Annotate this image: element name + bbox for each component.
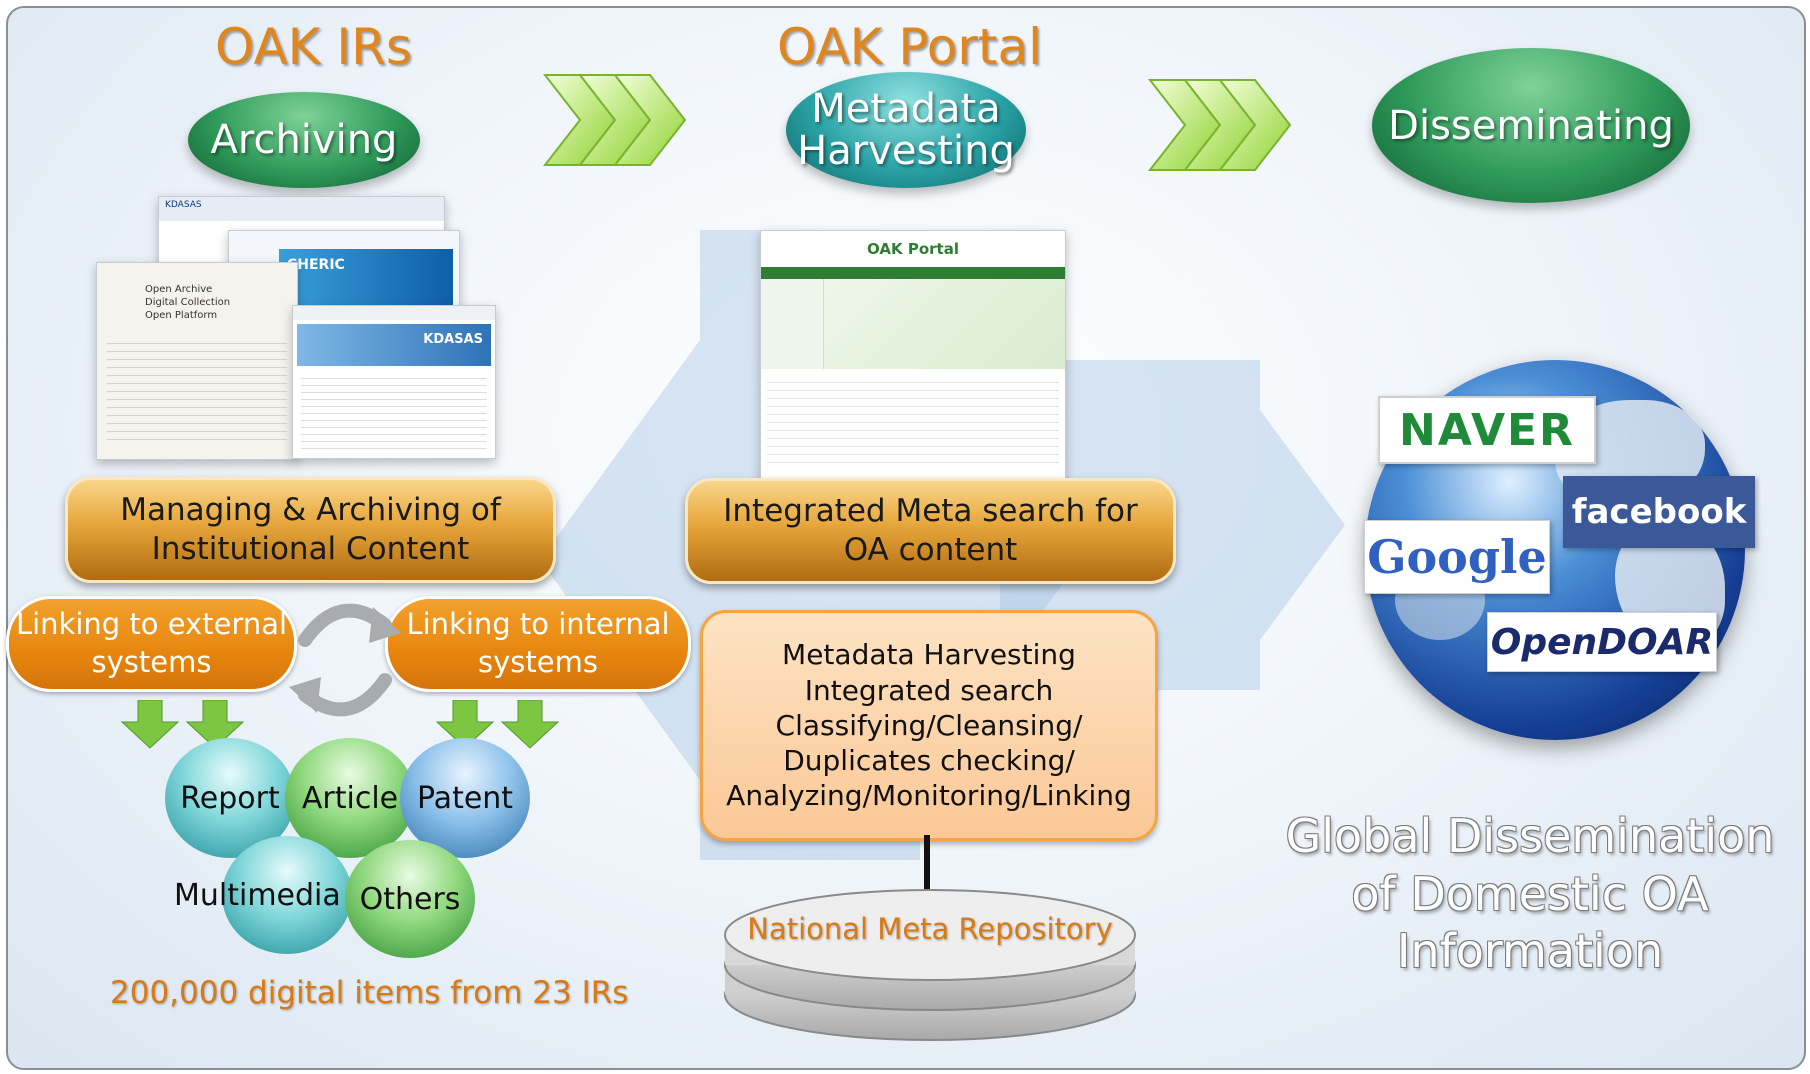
others-bubble: Others	[345, 840, 475, 958]
features-box: Metadata Harvesting Integrated search Cl…	[700, 610, 1158, 841]
google-logo: Google	[1364, 520, 1550, 594]
feature-item: Classifying/Cleansing/	[775, 708, 1083, 742]
facebook-logo: facebook	[1563, 476, 1755, 548]
managing-line2: Institutional Content	[151, 531, 470, 567]
multimedia-bubble: Multimedia	[174, 836, 352, 954]
feature-item: Metadata Harvesting	[782, 638, 1076, 672]
linking-external-pill: Linking to external systems	[6, 596, 297, 692]
down-arrows-icon	[120, 700, 560, 749]
oak-portal-title: OAK Portal	[777, 18, 1043, 76]
cycle-arrows-icon	[289, 603, 401, 717]
patent-bubble: Patent	[400, 738, 530, 858]
archiving-oval: Archiving	[188, 92, 420, 188]
opendoar-logo: OpenDOAR	[1487, 612, 1717, 672]
global-dissemination-caption: Global Dissemination of Domestic OA Info…	[1285, 809, 1775, 978]
connector-line	[924, 835, 930, 899]
digital-items-count: 200,000 digital items from 23 IRs	[110, 975, 629, 1011]
national-meta-repository-label: National Meta Repository	[747, 912, 1113, 946]
oak-irs-title: OAK IRs	[215, 18, 412, 76]
disseminating-oval: Disseminating	[1372, 48, 1690, 203]
database-icon	[724, 889, 1136, 1041]
feature-item: Duplicates checking/	[783, 744, 1075, 778]
managing-line1: Managing & Archiving of	[120, 492, 501, 529]
report-bubble: Report	[165, 738, 295, 858]
oak-portal-screenshot: OAK Portal	[760, 230, 1066, 480]
integrated-line1: Integrated Meta search for	[723, 493, 1138, 530]
chevron-arrows-right-icon	[1147, 79, 1292, 171]
metadata-harvesting-line2: Harvesting	[797, 128, 1015, 174]
naver-logo: NAVER	[1378, 396, 1596, 464]
metadata-harvesting-oval: Metadata Harvesting	[786, 72, 1026, 188]
open-archive-screenshot: Open Archive Digital Collection Open Pla…	[96, 262, 298, 460]
feature-item: Analyzing/Monitoring/Linking	[726, 779, 1132, 813]
integrated-line2: OA content	[843, 532, 1018, 568]
linking-internal-pill: Linking to internal systems	[385, 596, 691, 692]
managing-archiving-pill: Managing & Archiving of Institutional Co…	[65, 477, 556, 583]
kdasas-screenshot: KDASAS	[292, 305, 496, 459]
chevron-arrows-left-icon	[542, 74, 687, 166]
feature-item: Integrated search	[804, 673, 1054, 707]
integrated-meta-search-pill: Integrated Meta search for OA content	[685, 478, 1176, 584]
metadata-harvesting-line1: Metadata	[811, 86, 1001, 132]
